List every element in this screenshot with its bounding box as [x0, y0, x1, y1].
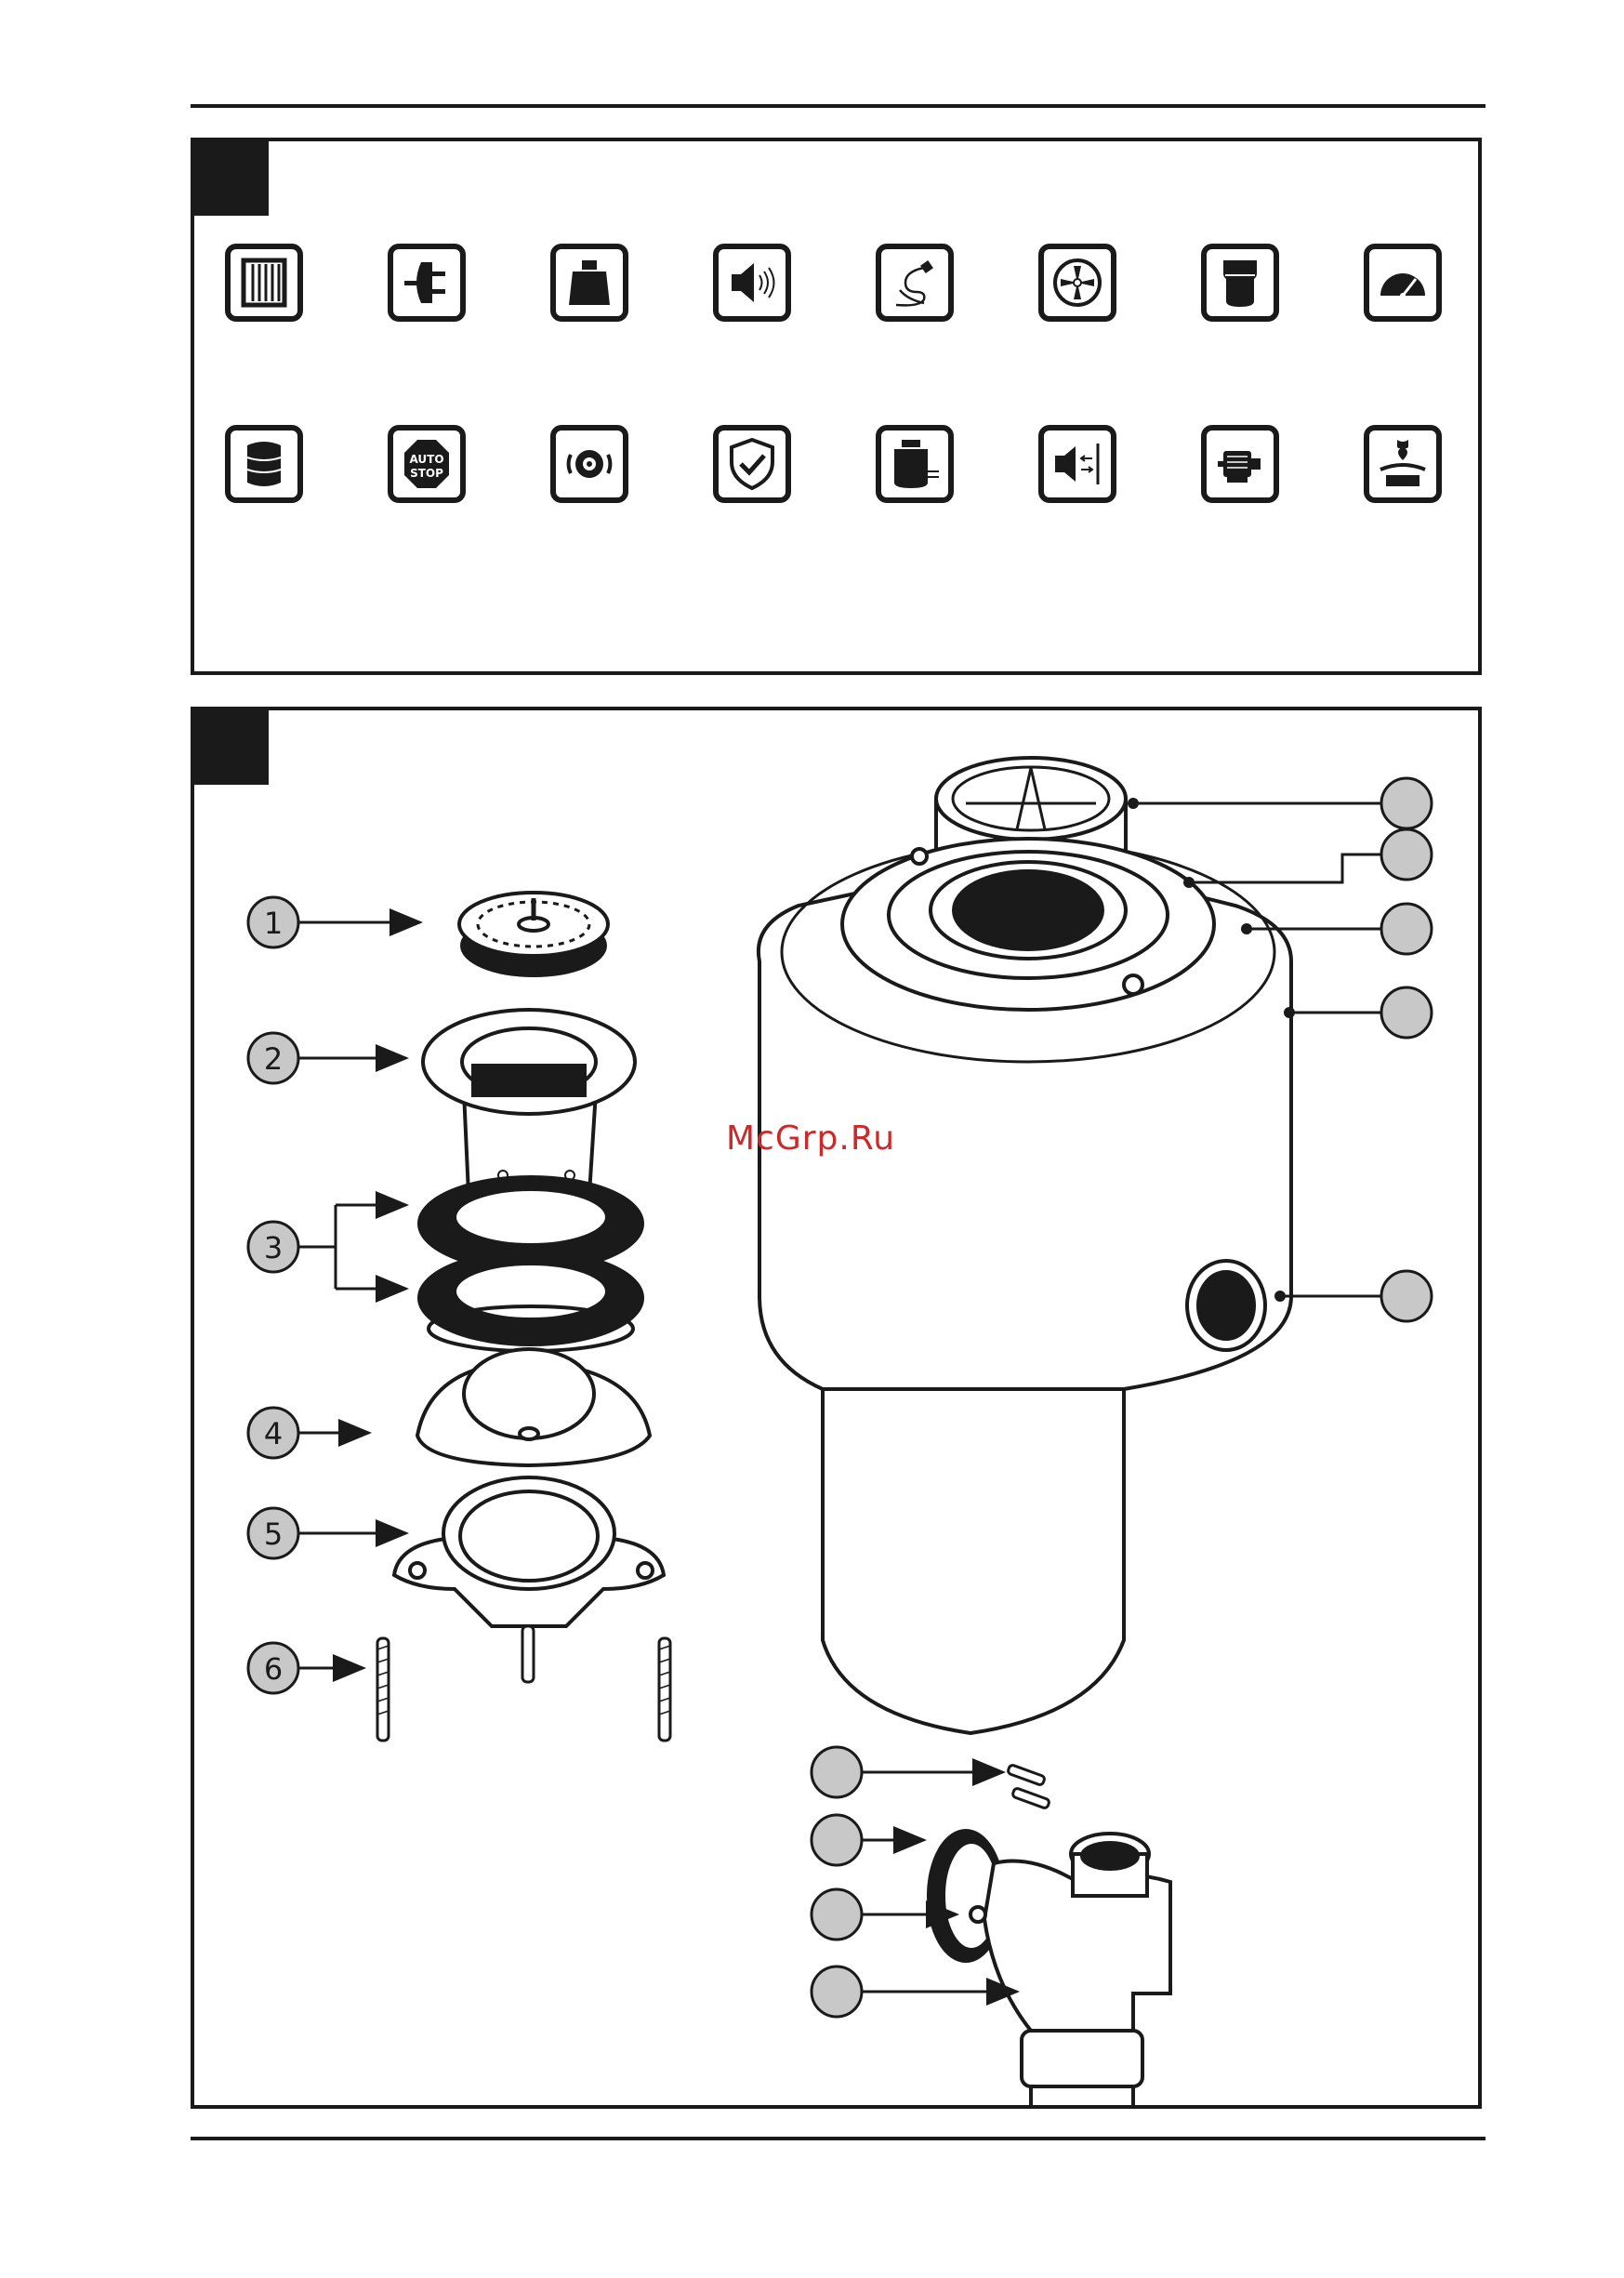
- motor-icon: [1201, 425, 1279, 503]
- callout-bottom-1: [812, 1747, 1003, 1797]
- container-icon: [1201, 244, 1279, 322]
- mounting-bolts-part: [377, 1626, 670, 1741]
- fan-blade-icon: [1038, 244, 1116, 322]
- plug-icon: [388, 244, 466, 322]
- disposer-body-part: [759, 839, 1291, 1733]
- top-rule: [191, 104, 1485, 108]
- callout-label-1: 1: [264, 906, 283, 941]
- callout-label-4: 4: [264, 1416, 283, 1451]
- callout-label-2: 2: [264, 1041, 283, 1077]
- speaker-sound-icon: [713, 244, 791, 322]
- filter-grid-icon: [225, 244, 303, 322]
- callout-label-5: 5: [264, 1516, 283, 1552]
- parts-diagram: 1 2 3 4 5 6: [194, 710, 1478, 2105]
- callout-label-3: 3: [264, 1230, 283, 1265]
- callout-right-2: [1183, 829, 1432, 888]
- callout-label-6: 6: [264, 1651, 283, 1687]
- auto-stop-label-line2: STOP: [410, 467, 443, 480]
- waste-tank-icon: [876, 425, 954, 503]
- gauge-icon: [1364, 244, 1442, 322]
- gasket-rings-part: [419, 1177, 642, 1351]
- panel-parts-diagram: 1 2 3 4 5 6: [191, 707, 1482, 2109]
- callout-2: 2: [248, 1033, 406, 1083]
- callout-bottom-2: [812, 1815, 924, 1865]
- food-waste-icon: [1364, 425, 1442, 503]
- watermark-text: McGrp.Ru: [726, 1119, 895, 1158]
- callout-right-5: [1274, 1271, 1432, 1321]
- shield-check-icon: [713, 425, 791, 503]
- callout-4: 4: [248, 1408, 369, 1458]
- drain-elbow-part: [929, 1764, 1170, 2105]
- callout-right-1: [1128, 778, 1432, 828]
- auto-stop-label-line1: AUTO: [409, 453, 443, 466]
- speaker-distance-icon: [1038, 425, 1116, 503]
- barrel-icon: [225, 425, 303, 503]
- callout-right-4: [1284, 987, 1432, 1038]
- weight-icon: [550, 244, 628, 322]
- panel-a-tab: [194, 141, 269, 216]
- bottom-rule: [191, 2137, 1485, 2140]
- support-ring-part: [417, 1349, 650, 1465]
- callout-3: 3: [248, 1205, 406, 1289]
- rotation-gear-icon: [550, 425, 628, 503]
- callout-6: 6: [248, 1643, 363, 1693]
- callout-5: 5: [248, 1508, 406, 1558]
- callout-bottom-4: [812, 1967, 1017, 2017]
- sink-strainer-part: [459, 893, 608, 975]
- panel-icon-legend: AUTO STOP: [191, 138, 1482, 675]
- auto-stop-icon: AUTO STOP: [388, 425, 466, 503]
- power-cord-icon: [876, 244, 954, 322]
- callout-1: 1: [248, 897, 420, 947]
- mounting-flange-part: [394, 1477, 664, 1626]
